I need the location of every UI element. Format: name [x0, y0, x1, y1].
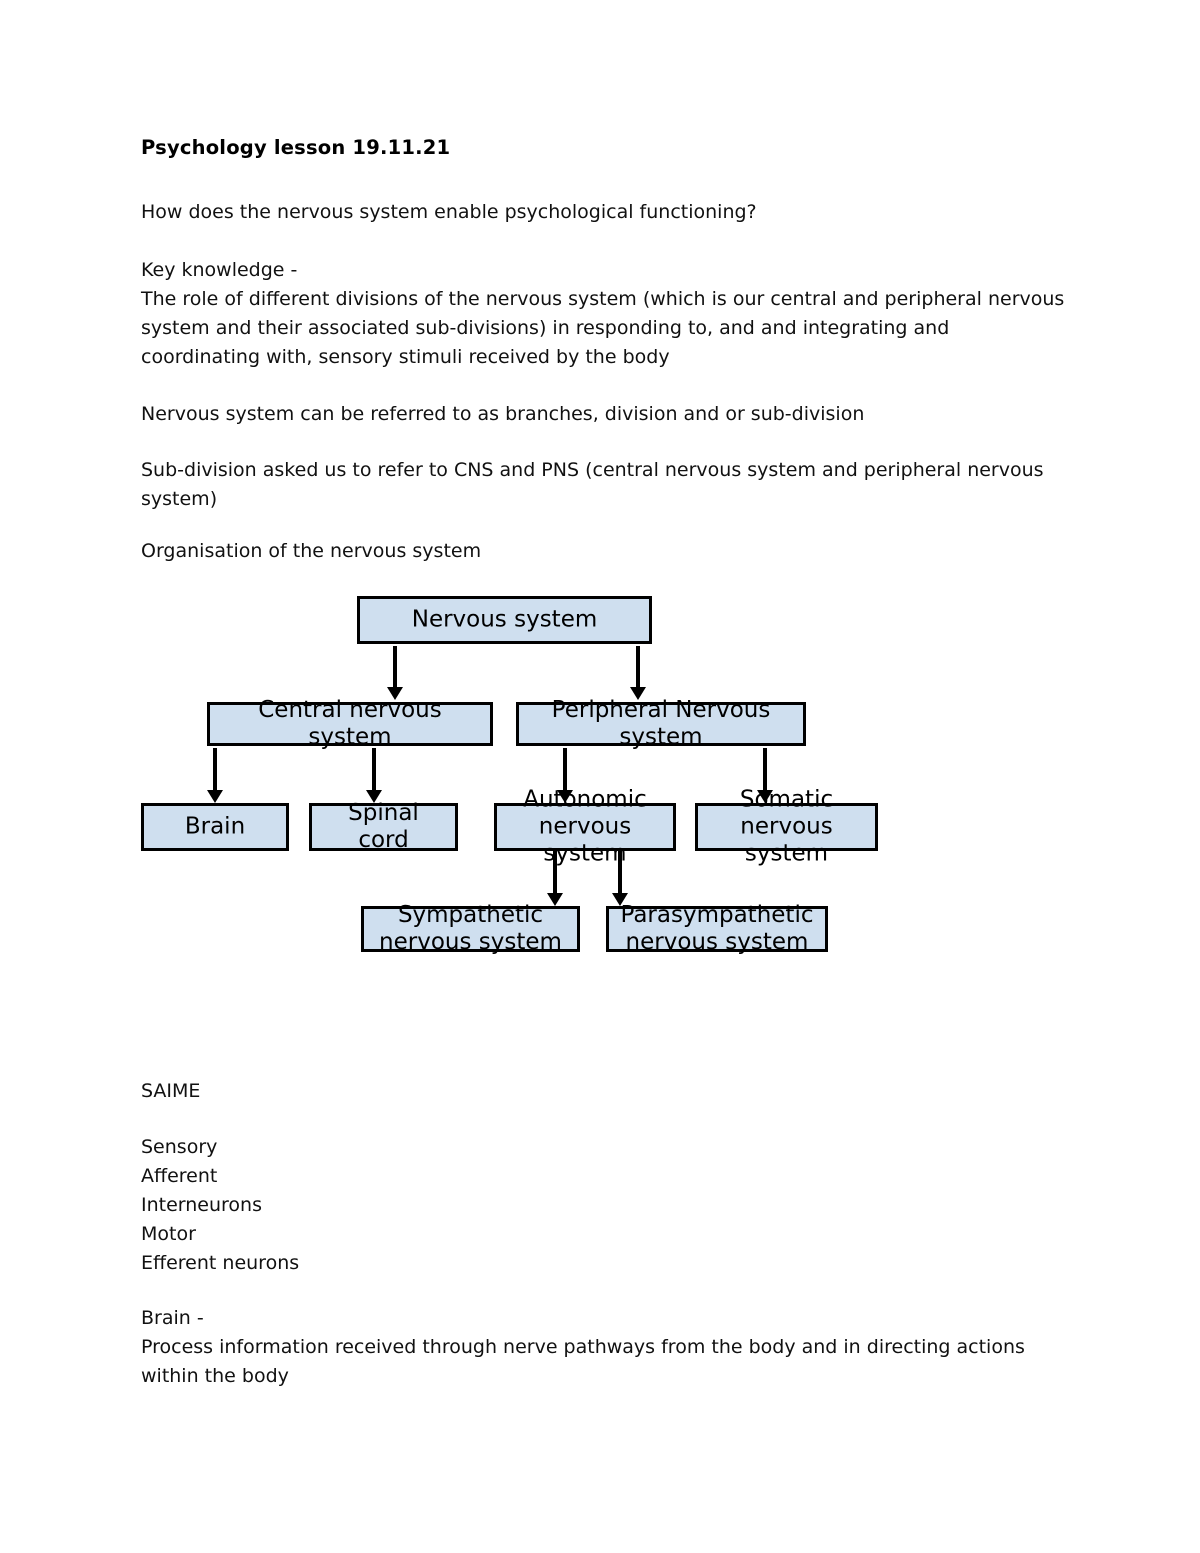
paragraph-sub-division: Sub-division asked us to refer to CNS an… — [141, 456, 1076, 514]
diagram-node-spinal-cord[interactable]: Spinal cord — [309, 800, 458, 853]
diagram-node-label: Central nervous system — [258, 697, 442, 750]
text-line: Organisation of the nervous system — [141, 540, 482, 562]
diagram-arrow-autonomic-to-sympathetic — [547, 851, 563, 906]
text-line: The role of different divisions of the n… — [141, 288, 1065, 310]
paragraph-organisation-heading: Organisation of the nervous system — [141, 537, 1076, 566]
diagram-node-autonomic-nervous-system[interactable]: Autonomic nervous system — [494, 787, 676, 867]
text-line: coordinating with, sensory stimuli recei… — [141, 346, 670, 368]
diagram-arrow-ns-to-cns — [387, 646, 403, 700]
diagram-node-sympathetic-nervous-system[interactable]: Sympathetic nervous system — [361, 902, 580, 955]
list-item: Afferent — [141, 1165, 218, 1187]
diagram-arrow-pns-to-somatic — [757, 748, 773, 803]
list-item: Motor — [141, 1223, 196, 1245]
diagram-node-label: Spinal cord — [348, 800, 419, 853]
diagram-node-label: Parasympathetic nervous system — [620, 902, 814, 955]
text-line: Nervous system can be referred to as bra… — [141, 403, 865, 425]
page-title: Psychology lesson 19.11.21 — [141, 136, 451, 159]
diagram-node-label: Autonomic nervous system — [523, 786, 647, 867]
text-line: Key knowledge - — [141, 259, 298, 281]
diagram-arrow-pns-to-autonomic — [557, 748, 573, 803]
diagram-node-central-nervous-system[interactable]: Central nervous system — [207, 697, 493, 750]
diagram-arrow-cns-to-brain — [207, 748, 223, 803]
paragraph-saime-heading: SAIME — [141, 1077, 1076, 1106]
diagram-node-parasympathetic-nervous-system[interactable]: Parasympathetic nervous system — [606, 902, 828, 955]
diagram-node-brain[interactable]: Brain — [141, 803, 289, 851]
text-line: Brain - — [141, 1307, 204, 1329]
list-item: Sensory — [141, 1136, 218, 1158]
diagram-arrow-autonomic-to-parasympathetic — [612, 851, 628, 906]
diagram-node-label: Sympathetic nervous system — [379, 902, 562, 955]
paragraph-key-knowledge: Key knowledge - The role of different di… — [141, 256, 1076, 372]
text-line: Sub-division asked us to refer to CNS an… — [141, 459, 1044, 481]
paragraph-question: How does the nervous system enable psych… — [141, 198, 1076, 227]
diagram-node-label: Brain — [184, 813, 246, 840]
diagram-node-somatic-nervous-system[interactable]: Somatic nervous system — [695, 787, 878, 867]
list-item: Interneurons — [141, 1194, 262, 1216]
diagram-node-label: Peripheral Nervous system — [551, 697, 771, 750]
text-line: Process information received through ner… — [141, 1336, 1025, 1358]
diagram-arrow-cns-to-spinal-cord — [366, 748, 382, 803]
paragraph-brain-note: Brain - Process information received thr… — [141, 1304, 1076, 1391]
text-line: SAIME — [141, 1080, 201, 1102]
text-line: system and their associated sub-division… — [141, 317, 950, 339]
diagram-node-label: Nervous system — [411, 606, 598, 633]
diagram-node-label: Somatic nervous system — [739, 786, 834, 867]
list-item: Efferent neurons — [141, 1252, 300, 1274]
list-saime: Sensory Afferent Interneurons Motor Effe… — [141, 1133, 1076, 1278]
text-line: How does the nervous system enable psych… — [141, 201, 757, 223]
paragraph-branches: Nervous system can be referred to as bra… — [141, 400, 1076, 429]
diagram-arrow-ns-to-pns — [630, 646, 646, 700]
diagram-node-peripheral-nervous-system[interactable]: Peripheral Nervous system — [516, 697, 806, 750]
text-line: system) — [141, 488, 218, 510]
text-line: within the body — [141, 1365, 289, 1387]
diagram-node-nervous-system[interactable]: Nervous system — [357, 596, 652, 644]
